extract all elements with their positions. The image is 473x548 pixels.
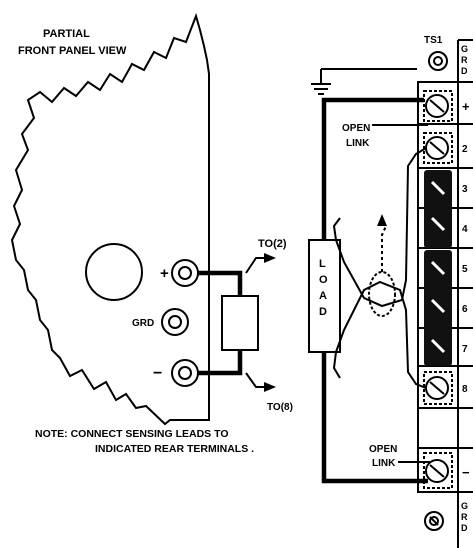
terminal-label-1: + (462, 99, 470, 114)
grd-binding-post (161, 308, 189, 336)
ts1-ground-screw (428, 51, 448, 71)
panel-title-line2: FRONT PANEL VIEW (18, 45, 127, 57)
note-line1: NOTE: CONNECT SENSING LEADS TO (35, 428, 229, 440)
grd-bot-d: D (461, 523, 468, 533)
minus-binding-post (171, 359, 199, 387)
terminal-label-6: 6 (462, 304, 468, 315)
terminal-8-screw (423, 371, 453, 405)
grd-bot-g: G (461, 501, 468, 511)
sense-lead-to8 (245, 372, 266, 388)
terminal-2-screw (423, 132, 453, 164)
twisted-pair-marker (368, 271, 396, 317)
terminal-label-2: 2 (462, 144, 468, 155)
grd-top-g: G (461, 44, 468, 54)
twisted-pair-dash-up (381, 225, 387, 272)
terminal-label-3: 3 (462, 184, 468, 195)
terminal-label-5: 5 (462, 264, 468, 275)
plus-binding-post (171, 259, 199, 287)
load-char-L: L (319, 258, 326, 270)
twisted-pair-arrow-icon (377, 214, 387, 226)
sense-arrow-to2 (264, 253, 276, 263)
load-char-A: A (319, 290, 327, 302)
terminal-label-9: − (462, 465, 470, 480)
terminal-label-4: 4 (462, 224, 468, 235)
open-link-bot-line2: LINK (372, 458, 396, 469)
ts1-label: TS1 (424, 35, 443, 46)
terminal-9-screw (423, 452, 453, 489)
sense-lead-to2 (245, 257, 266, 274)
grd-top-d: D (461, 66, 468, 76)
rear-load-resistor (308, 239, 341, 353)
load-plus-lead (321, 97, 424, 240)
open-link-top-line1: OPEN (342, 123, 370, 134)
open-link-bot-line1: OPEN (369, 444, 397, 455)
plus-terminal-label: + (160, 265, 169, 282)
front-plus-lead (198, 270, 243, 296)
front-panel-outline (10, 12, 210, 426)
sense-arrow-to8 (264, 382, 276, 392)
front-load-resistor (221, 295, 259, 351)
grd-bot-r: R (461, 512, 468, 522)
terminal-3-4-block (424, 170, 452, 248)
front-minus-lead (198, 350, 243, 376)
load-char-D: D (319, 306, 327, 318)
load-char-O: O (319, 274, 328, 286)
terminal-1-screw (423, 90, 453, 122)
panel-title-line1: PARTIAL (43, 28, 90, 40)
sense-lead-terminal8 (332, 280, 427, 389)
load-minus-lead (321, 352, 428, 484)
panel-opening-circle (85, 243, 143, 301)
sense-lead-terminal2 (332, 147, 427, 308)
grd-top-r: R (461, 55, 468, 65)
terminal-5-7-block (424, 250, 452, 366)
terminal-label-8: 8 (462, 384, 468, 395)
minus-terminal-label: − (153, 365, 162, 382)
terminal-label-7: 7 (462, 344, 468, 355)
ground-symbol-icon (311, 69, 331, 95)
note-line2: INDICATED REAR TERMINALS . (95, 443, 254, 455)
grd-terminal-label: GRD (132, 318, 154, 329)
to8-label: TO(8) (267, 402, 293, 413)
bottom-ground-screw (424, 511, 444, 531)
to2-label: TO(2) (258, 238, 287, 250)
open-link-top-line2: LINK (346, 138, 370, 149)
strip-ground-right-box (458, 39, 473, 83)
